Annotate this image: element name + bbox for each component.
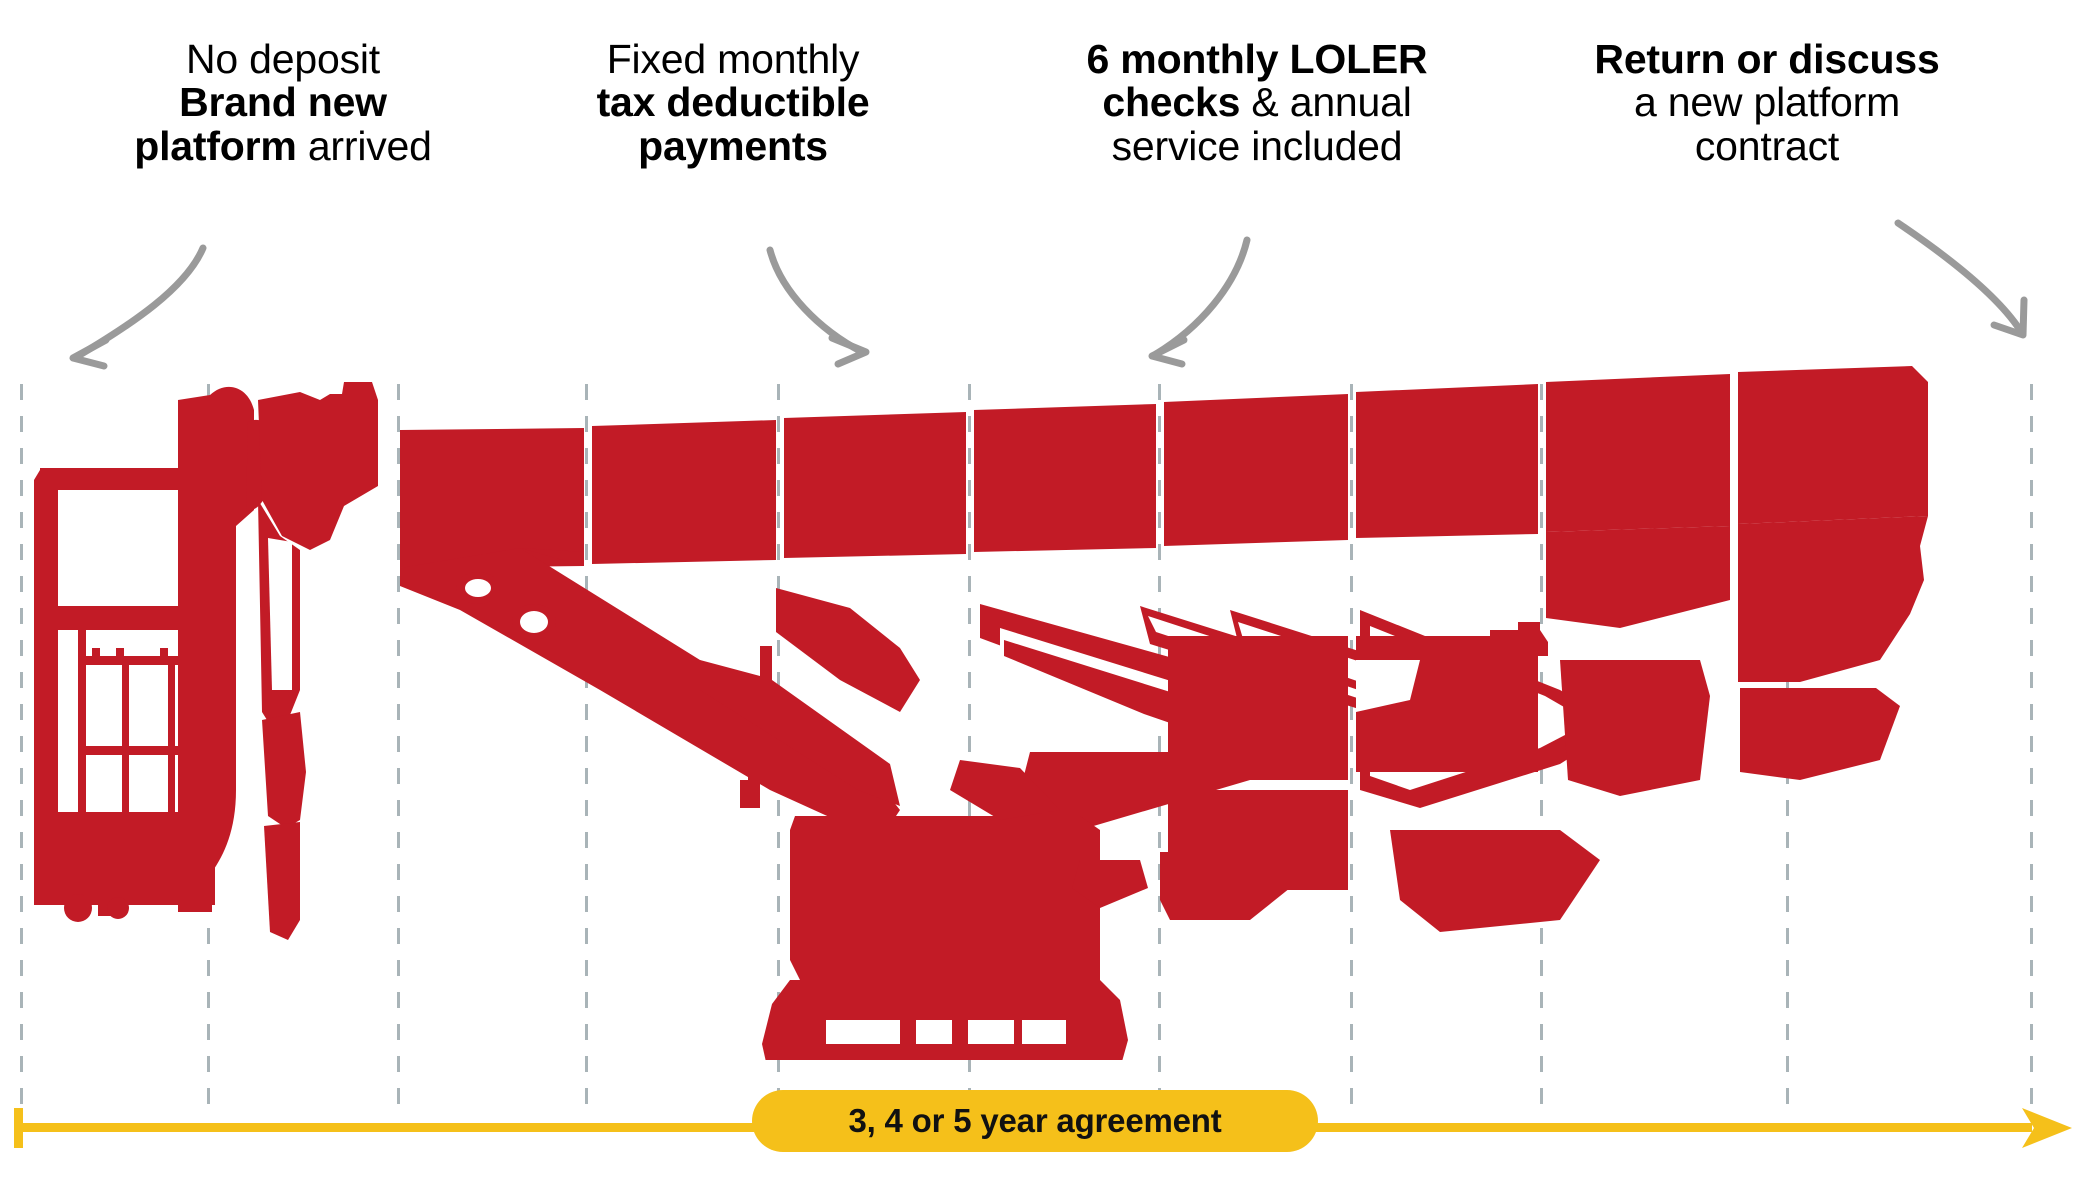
callout-text: service included [1111,122,1403,169]
callout-no-deposit: No deposit Brand new platform arrived [78,36,488,169]
callout-loler-checks: 6 monthly LOLER checks & annual service … [1052,36,1462,169]
agreement-term-pill[interactable]: 3, 4 or 5 year agreement [752,1090,1318,1152]
boom-lift-silhouette [34,366,1928,1060]
callout-line: No deposit [78,36,488,82]
callout-return-or-discuss: Return or discuss a new platform contrac… [1552,36,1982,169]
callout-text: No deposit [185,36,380,82]
callout-text: a new platform [1633,79,1901,126]
callout-line: platform arrived [78,122,488,169]
callout-line: service included [1052,122,1462,169]
callout-line: Return or discuss [1552,36,1982,82]
timeline-gridline [1350,384,1353,1106]
callout-text-bold: platform [134,122,308,169]
callout-line: 6 monthly LOLER [1052,36,1462,82]
timeline-gridline [585,384,588,1106]
callout-text-bold: tax deductible [596,79,870,126]
callout-text-bold: checks [1102,79,1252,126]
callout-text: Fixed monthly [606,36,860,82]
callout-line: Brand new [78,81,488,124]
callout-line: contract [1552,122,1982,169]
callout-fixed-monthly-payments: Fixed monthly tax deductible payments [548,36,918,169]
timeline-gridline [397,384,400,1106]
callout-text: contract [1694,122,1840,169]
callout-text-bold: Return or discuss [1594,36,1940,82]
callout-line: tax deductible [548,81,918,124]
timeline-gridline [2030,384,2033,1106]
timeline-gridline [1158,384,1161,1106]
timeline-gridline [20,384,23,1106]
callout-text-bold: Brand new [179,79,387,126]
timeline-gridline [968,384,971,1106]
callout-text: & annual [1251,79,1412,126]
callout-text: arrived [307,122,432,169]
callout-line: payments [548,122,918,169]
callout-line: a new platform [1552,81,1982,124]
callout-line: checks & annual [1052,81,1462,124]
agreement-term-label: 3, 4 or 5 year agreement [848,1102,1222,1139]
callout-text-bold: 6 monthly LOLER [1086,36,1428,82]
callout-text-bold: payments [638,122,828,169]
timeline-arrowhead-icon [2022,1108,2072,1148]
callout-line: Fixed monthly [548,36,918,82]
